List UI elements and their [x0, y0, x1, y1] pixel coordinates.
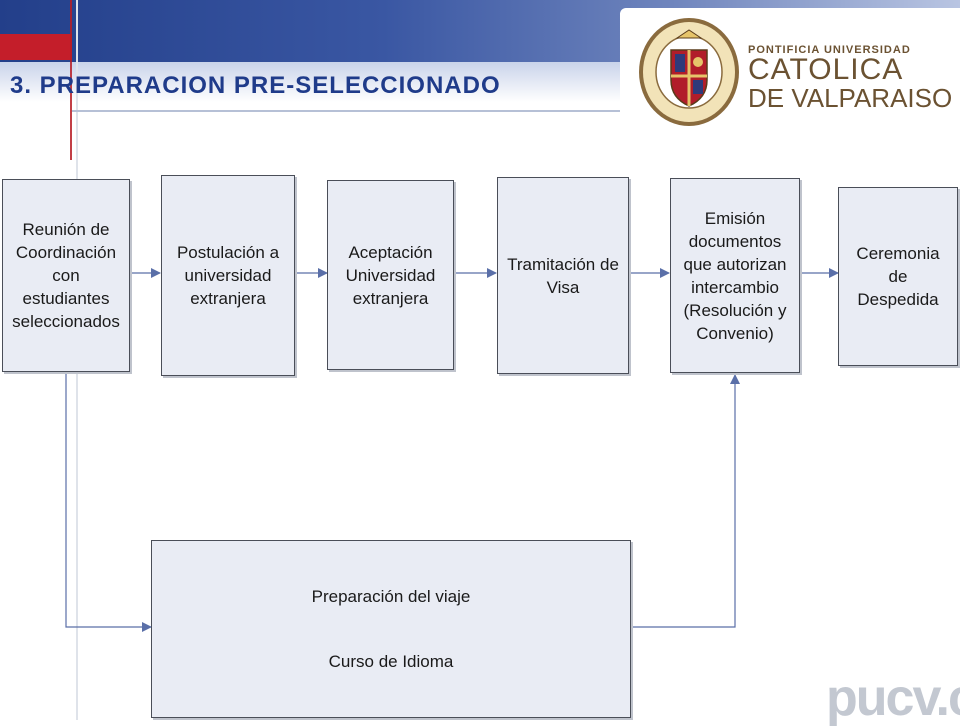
university-name-line3: DE VALPARAISO [748, 83, 953, 113]
parallel-step-box: Preparación del viaje Curso de Idioma [151, 540, 631, 718]
step-5-label: Emisión documentos que autorizan interca… [683, 208, 787, 343]
parallel-step-label-1: Preparación del viaje [311, 587, 471, 606]
university-name-line2: CATOLICA [748, 53, 904, 86]
step-6-box: Ceremonia de Despedida [838, 187, 958, 366]
step-5-box: Emisión documentos que autorizan interca… [670, 178, 800, 373]
step-3-label: Aceptación Universidad extranjera [345, 242, 436, 308]
step-4-label: Tramitación de Visa [507, 254, 619, 297]
site-watermark: pucv.cl [826, 669, 960, 727]
step-2-box: Postulación a universidad extranjera [161, 175, 295, 376]
university-seal-icon [639, 18, 739, 126]
parallel-step-label-2: Curso de Idioma [328, 652, 454, 671]
step-1-box: Reunión de Coordinación con estudiantes … [2, 179, 130, 372]
step-3-box: Aceptación Universidad extranjera [327, 180, 454, 370]
step-2-label: Postulación a universidad extranjera [176, 243, 280, 308]
accent-red-block [0, 34, 72, 60]
decorative-red-line [70, 0, 72, 160]
step-1-label: Reunión de Coordinación con estudiantes … [12, 220, 120, 331]
arrow-parallel-to-5 [631, 374, 740, 628]
title-underline [72, 110, 632, 112]
arrow-1-to-parallel [65, 373, 152, 632]
step-4-box: Tramitación de Visa [497, 177, 629, 374]
university-name-line1: PONTIFICIA UNIVERSIDAD [748, 44, 911, 56]
step-6-label: Ceremonia de Despedida [856, 244, 940, 309]
university-name: PONTIFICIA UNIVERSIDAD CATOLICA DE VALPA… [748, 44, 952, 112]
page-title: 3. PREPARACION PRE-SELECCIONADO [10, 72, 501, 99]
